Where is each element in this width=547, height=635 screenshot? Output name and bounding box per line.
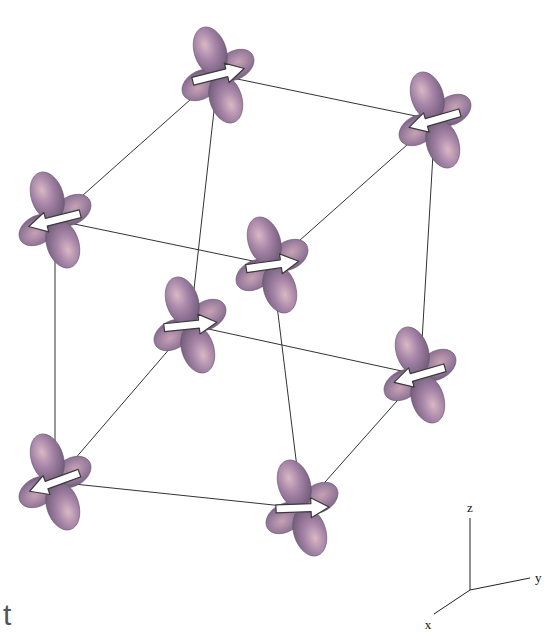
spin-arrow [406, 103, 462, 137]
spin-arrow [163, 312, 218, 337]
spin-arrow [391, 358, 447, 392]
cut-text: t [3, 600, 11, 630]
axis-label: y [535, 571, 542, 584]
orbital [148, 273, 231, 378]
spin-arrow [26, 204, 82, 236]
axis-label: z [467, 501, 473, 514]
spin-arrow [190, 59, 246, 91]
spin-arrow [276, 497, 330, 519]
orbital [260, 456, 343, 561]
orbital [378, 323, 461, 428]
orbital [176, 23, 259, 128]
orbital [13, 168, 96, 273]
spin-arrow [245, 251, 300, 278]
orbital [230, 213, 313, 318]
spin-arrow [26, 464, 83, 501]
axis-label: x [425, 618, 432, 631]
orbital [13, 430, 96, 535]
axis-triad [434, 518, 530, 614]
cell-edges [55, 75, 435, 508]
orbital [393, 68, 476, 173]
